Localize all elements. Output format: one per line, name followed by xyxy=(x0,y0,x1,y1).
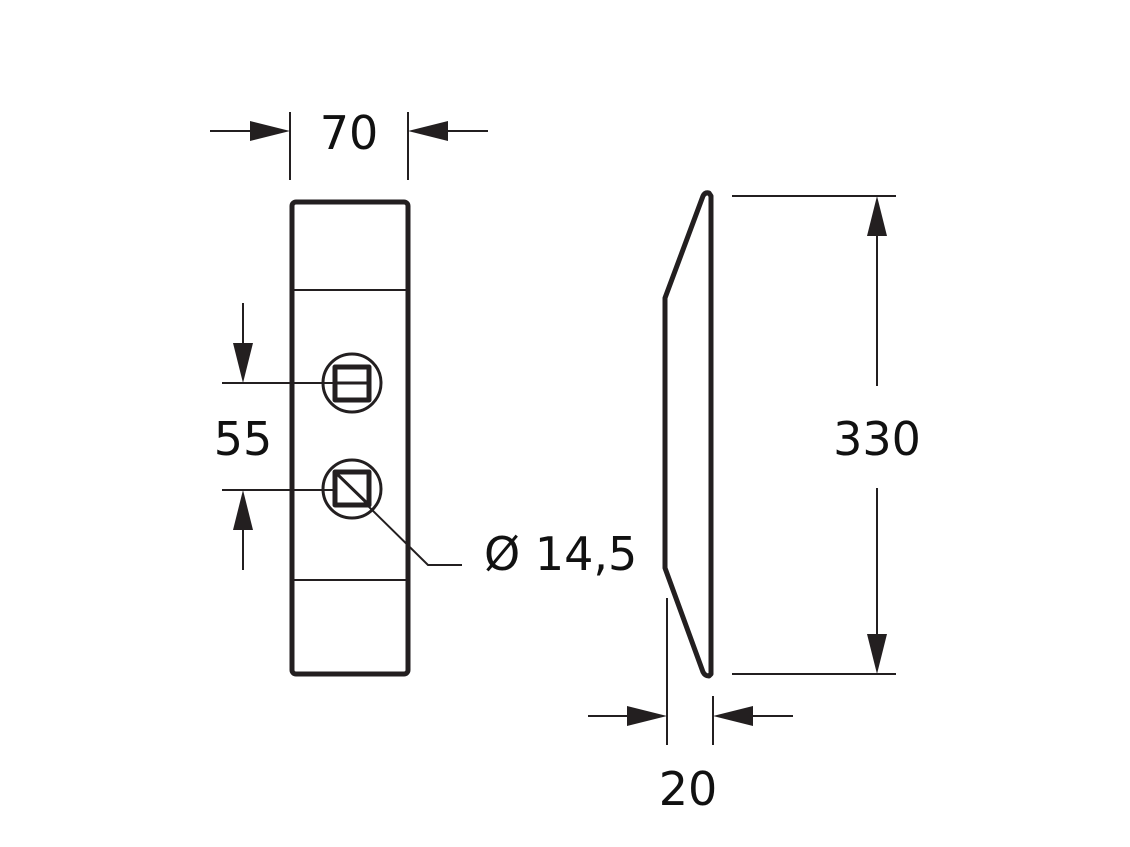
height-arrow-bottom xyxy=(867,634,887,674)
side-view-outline xyxy=(662,190,714,679)
spacing-arrow-lower xyxy=(233,490,253,530)
front-view xyxy=(289,199,411,677)
lower-hole-square xyxy=(332,469,372,508)
hole-spacing-dimension: 55 xyxy=(214,303,334,570)
width-arrow-left xyxy=(250,121,290,141)
width-arrow-right xyxy=(408,121,448,141)
hole-diameter-label: Ø 14,5 xyxy=(484,527,637,581)
diameter-leader-line xyxy=(363,501,462,566)
hole-diameter-callout: Ø 14,5 xyxy=(363,501,637,581)
height-arrow-top xyxy=(867,196,887,236)
thickness-dimension: 20 xyxy=(588,598,793,816)
spacing-arrow-upper xyxy=(233,343,253,383)
width-dimension: 70 xyxy=(210,106,488,180)
thickness-dimension-label: 20 xyxy=(659,762,718,816)
height-dimension: 330 xyxy=(732,195,921,675)
thickness-arrow-left xyxy=(627,706,667,726)
front-view-outline xyxy=(289,199,411,677)
width-dimension-label: 70 xyxy=(320,106,379,160)
side-view xyxy=(662,190,714,679)
lower-hole-diagonal xyxy=(333,470,371,507)
thickness-arrow-right xyxy=(713,706,753,726)
height-dimension-label: 330 xyxy=(833,412,921,466)
hole-spacing-label: 55 xyxy=(214,412,273,466)
